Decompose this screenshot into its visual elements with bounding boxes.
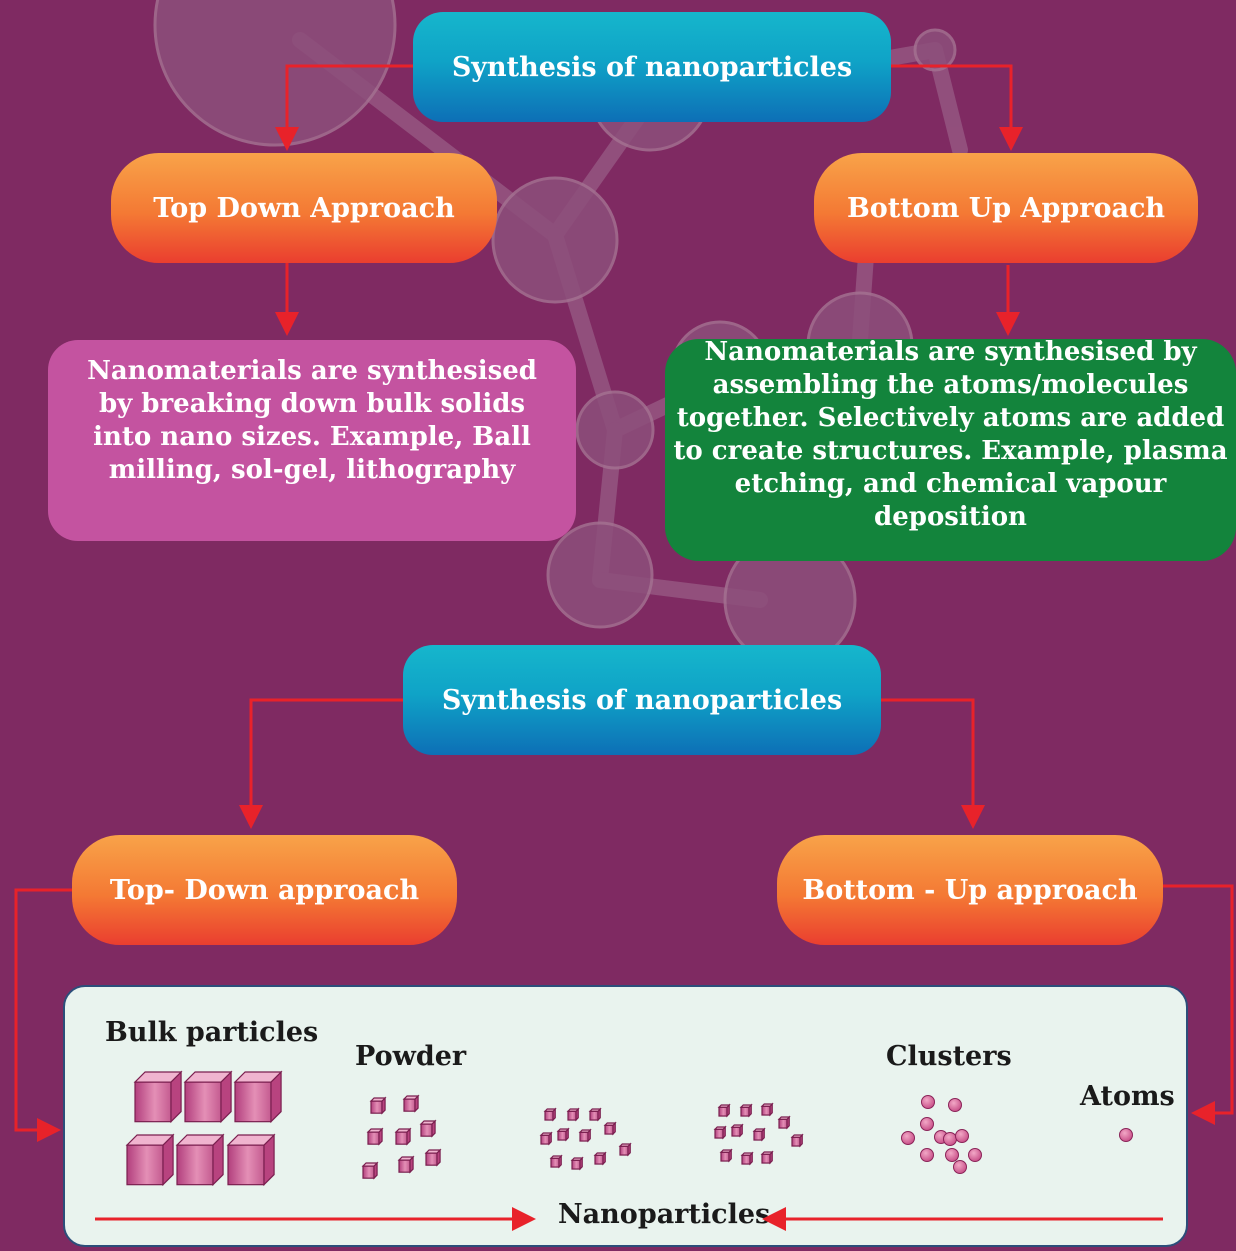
bottom-up-approach-label: Bottom Up Approach — [846, 192, 1166, 224]
bulk-cube — [175, 1133, 225, 1187]
bulk-cube — [226, 1133, 276, 1187]
nano-cube — [566, 1107, 580, 1122]
bottom-up-description-text: Nanomaterials are synthesised by assembl… — [673, 337, 1228, 532]
nano-cube — [760, 1102, 774, 1117]
powder-cube — [402, 1094, 420, 1113]
arrow-topdown-to-panel — [14, 888, 73, 1142]
particle-cubes — [125, 1070, 804, 1187]
cluster-sphere — [968, 1148, 982, 1162]
powder-cube — [424, 1148, 442, 1167]
arrow-bottom-to-bottomup — [880, 698, 985, 829]
cluster-sphere — [920, 1117, 934, 1131]
nano-cube — [730, 1123, 744, 1138]
top-title-pill: Synthesis of nanoparticles — [413, 12, 891, 122]
bottom-up-approach-pill: Bottom Up Approach — [814, 153, 1198, 263]
top-down-approach-label-2: Top- Down approach — [109, 874, 420, 906]
particle-spheres — [901, 1095, 1133, 1174]
bottom-up-description-box: Nanomaterials are synthesised by assembl… — [665, 337, 1236, 561]
arrow-top-to-topdown — [275, 64, 415, 151]
nano-cube — [739, 1103, 753, 1118]
atom-sphere — [1119, 1128, 1133, 1142]
nano-cube — [752, 1127, 766, 1142]
nano-cube — [790, 1133, 804, 1148]
arrow-bottomup-to-panel — [1163, 884, 1234, 1125]
nano-cube — [760, 1150, 774, 1165]
stage-label-atoms: Atoms — [1080, 1081, 1175, 1112]
top-down-approach-label: Top Down Approach — [153, 192, 455, 224]
particle-illustration — [95, 1070, 1163, 1231]
cluster-sphere — [945, 1148, 959, 1162]
nano-cube — [777, 1115, 791, 1130]
cluster-sphere — [901, 1131, 915, 1145]
bulk-cube — [183, 1070, 233, 1124]
nano-cube — [719, 1148, 733, 1163]
bottom-title-pill: Synthesis of nanoparticles — [403, 645, 881, 755]
bulk-cube — [233, 1070, 283, 1124]
nano-cube — [549, 1154, 563, 1169]
cluster-sphere — [953, 1160, 967, 1174]
cluster-sphere — [948, 1098, 962, 1112]
powder-cube — [394, 1127, 412, 1146]
arrow-top-to-bottomup — [890, 64, 1023, 151]
nano-cube — [618, 1142, 632, 1157]
bulk-cube — [125, 1133, 175, 1187]
powder-cube — [366, 1127, 384, 1146]
cluster-sphere — [920, 1148, 934, 1162]
arrow-bottom-to-topdown — [239, 698, 405, 829]
top-title-label: Synthesis of nanoparticles — [451, 51, 853, 83]
stage-label-bulk: Bulk particles — [105, 1017, 319, 1048]
cluster-sphere — [921, 1095, 935, 1109]
powder-cube — [361, 1161, 379, 1180]
bottom-title-label: Synthesis of nanoparticles — [441, 684, 843, 716]
nano-cube — [717, 1103, 731, 1118]
nanoparticles-label: Nanoparticles — [558, 1199, 771, 1230]
nano-cube — [740, 1151, 754, 1166]
nano-cube — [593, 1151, 607, 1166]
top-down-approach-pill-2: Top- Down approach — [72, 835, 457, 945]
nano-cube — [570, 1156, 584, 1171]
particle-size-panel: Bulk particles Powder Clusters Atoms Nan… — [63, 985, 1188, 1247]
nano-cube — [713, 1125, 727, 1140]
nano-cube — [603, 1121, 617, 1136]
nano-cube — [556, 1127, 570, 1142]
stage-label-powder: Powder — [355, 1041, 467, 1072]
nano-cube — [543, 1107, 557, 1122]
nano-cube — [578, 1128, 592, 1143]
top-down-description-box: Nanomaterials are synthesised by breakin… — [48, 340, 576, 541]
bulk-cube — [133, 1070, 183, 1124]
bottom-up-approach-label-2: Bottom - Up approach — [802, 874, 1138, 906]
powder-cube — [397, 1155, 415, 1174]
nano-cube — [588, 1107, 602, 1122]
cluster-sphere — [943, 1132, 957, 1146]
stage-label-clusters: Clusters — [886, 1041, 1012, 1072]
powder-cube — [369, 1096, 387, 1115]
top-down-approach-pill: Top Down Approach — [111, 153, 497, 263]
top-down-description-text: Nanomaterials are synthesised by breakin… — [87, 355, 537, 485]
cluster-sphere — [955, 1129, 969, 1143]
nano-cube — [539, 1131, 553, 1146]
powder-cube — [419, 1119, 437, 1138]
bottom-up-approach-pill-2: Bottom - Up approach — [777, 835, 1163, 945]
